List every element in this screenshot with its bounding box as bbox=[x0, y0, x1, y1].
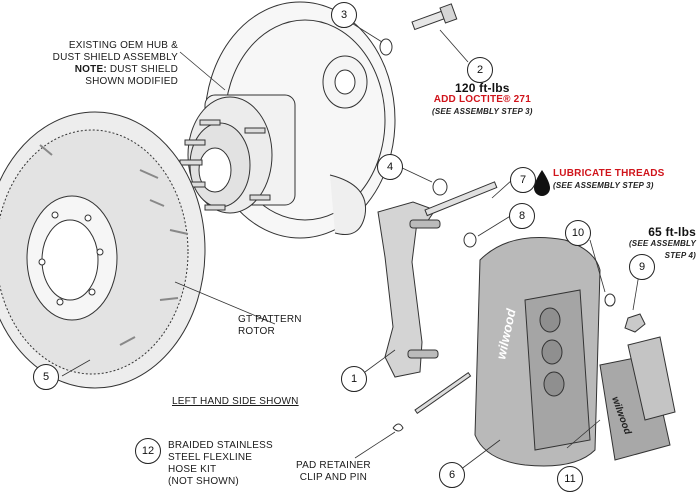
hub-label-line-4: SHOWN MODIFIED bbox=[85, 76, 178, 87]
callout-6: 6 bbox=[439, 462, 465, 488]
torque-bolt-step: (SEE ASSEMBLY STEP 3) bbox=[432, 107, 533, 116]
washer-10 bbox=[604, 293, 616, 307]
torque-nut-spec: 65 ft-lbs (SEE ASSEMBLY STEP 4) bbox=[612, 226, 696, 262]
hub-label: EXISTING OEM HUB & DUST SHIELD ASSEMBLY … bbox=[30, 40, 178, 88]
callout-10: 10 bbox=[565, 220, 591, 246]
torque-bolt-spec: 120 ft-lbs ADD LOCTITE® 271 (SEE ASSEMBL… bbox=[432, 82, 533, 118]
callout-3: 3 bbox=[331, 2, 357, 28]
brake-pad: wilwood bbox=[599, 336, 676, 461]
callout-7: 7 bbox=[510, 167, 536, 193]
callout-1: 1 bbox=[341, 366, 367, 392]
oil-drop-icon bbox=[534, 170, 550, 196]
note-key: NOTE: bbox=[74, 64, 107, 75]
washer-3 bbox=[379, 38, 393, 56]
callout-5: 5 bbox=[33, 364, 59, 390]
pad-retainer-line-2: CLIP AND PIN bbox=[299, 472, 368, 483]
callout-4: 4 bbox=[377, 154, 403, 180]
hub-label-line-2: DUST SHIELD ASSEMBLY bbox=[52, 52, 178, 63]
hose-kit-line-4: (NOT SHOWN) bbox=[168, 476, 239, 487]
caliper: wilwood bbox=[474, 237, 601, 467]
washers bbox=[379, 38, 646, 333]
rotor-label-line-1: GT PATTERN bbox=[238, 314, 302, 325]
callout-9: 9 bbox=[629, 254, 655, 280]
callout-8: 8 bbox=[509, 203, 535, 229]
hub-label-line-1: EXISTING OEM HUB & bbox=[68, 40, 178, 51]
pad-retainer-label: PAD RETAINER CLIP AND PIN bbox=[296, 460, 371, 484]
stud bbox=[424, 181, 498, 217]
side-label: LEFT HAND SIDE SHOWN bbox=[172, 396, 299, 407]
callout-2: 2 bbox=[467, 57, 493, 83]
washer-4 bbox=[432, 178, 448, 196]
note-rest: DUST SHIELD bbox=[109, 64, 178, 75]
torque-bolt-value: 120 ft-lbs bbox=[454, 81, 510, 95]
hub-label-line-3: NOTE: DUST SHIELD bbox=[30, 64, 178, 76]
hose-kit-line-1: BRAIDED STAINLESS bbox=[168, 440, 273, 451]
hose-kit-line-2: STEEL FLEXLINE bbox=[168, 452, 253, 463]
washer-8 bbox=[463, 232, 477, 248]
torque-nut-step-2: STEP 4) bbox=[664, 251, 696, 260]
lubricate-spec: LUBRICATE THREADS (SEE ASSEMBLY STEP 3) bbox=[553, 168, 665, 192]
rotor-label-line-2: ROTOR bbox=[238, 326, 275, 337]
pad-retainer-line-1: PAD RETAINER bbox=[296, 460, 371, 471]
rotor-label: GT PATTERN ROTOR bbox=[238, 314, 302, 338]
lubricate-text: LUBRICATE THREADS bbox=[553, 168, 665, 179]
bolt bbox=[411, 3, 458, 31]
callout-12: 12 bbox=[135, 438, 161, 464]
torque-nut-value: 65 ft-lbs bbox=[648, 225, 696, 239]
loctite-note: ADD LOCTITE® 271 bbox=[433, 94, 531, 105]
hose-kit-line-3: HOSE KIT bbox=[168, 464, 217, 475]
torque-nut-step-1: (SEE ASSEMBLY bbox=[628, 239, 696, 248]
rotor bbox=[0, 111, 206, 389]
callout-11: 11 bbox=[557, 466, 583, 492]
lubricate-step: (SEE ASSEMBLY STEP 3) bbox=[553, 181, 654, 190]
caliper-bracket bbox=[377, 201, 441, 378]
nut-9 bbox=[624, 313, 646, 333]
pad-retainer-pin bbox=[392, 372, 472, 432]
hose-kit-label: BRAIDED STAINLESS STEEL FLEXLINE HOSE KI… bbox=[168, 440, 273, 488]
